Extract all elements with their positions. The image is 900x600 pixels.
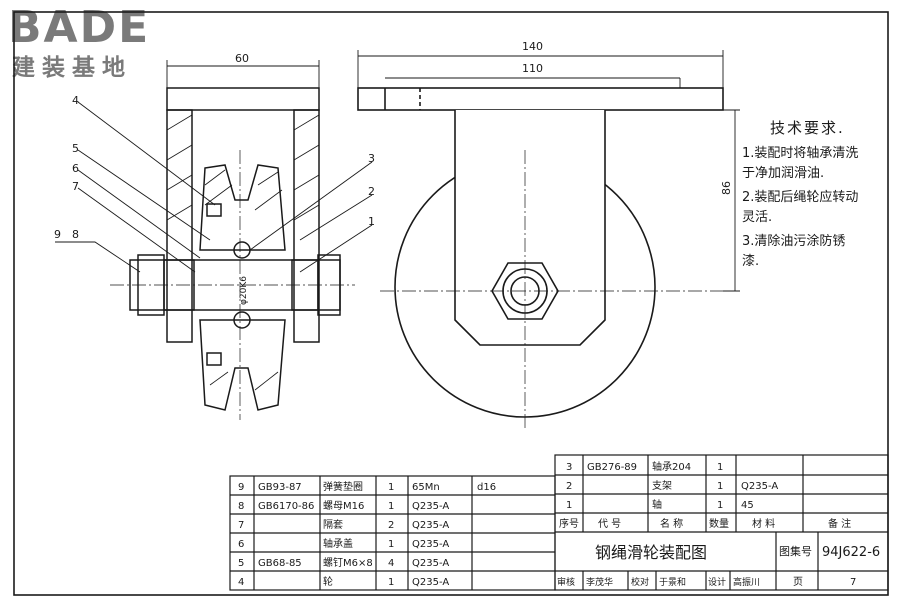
row3-qty: 1 bbox=[717, 462, 723, 473]
callout-7: 7 bbox=[72, 180, 79, 193]
spacer-right bbox=[291, 259, 319, 311]
callout-8: 8 bbox=[72, 228, 79, 241]
dim-lines-right bbox=[357, 50, 740, 292]
dim-86-label: 86 bbox=[720, 181, 733, 195]
side-top-plate bbox=[357, 87, 724, 111]
bracket-left-leg bbox=[166, 109, 193, 343]
row6-qty: 1 bbox=[388, 539, 394, 550]
logo-subtitle: 建装基地 bbox=[12, 55, 132, 81]
callout-1: 1 bbox=[368, 215, 375, 228]
review-label: 审核 bbox=[557, 576, 575, 588]
designer-name: 高振川 bbox=[733, 576, 760, 588]
header-no: 序号 bbox=[559, 517, 579, 530]
callout-9: 9 bbox=[54, 228, 61, 241]
row1-no: 1 bbox=[566, 500, 572, 511]
pulley-lower-section bbox=[199, 319, 286, 411]
row9-no: 9 bbox=[238, 482, 244, 493]
screw-top bbox=[206, 203, 222, 217]
row5-name: 螺钉M6×8 bbox=[323, 557, 373, 569]
row5-no: 5 bbox=[238, 558, 244, 569]
row7-name: 隔套 bbox=[323, 518, 343, 531]
atlas-number: 94J622-6 bbox=[822, 545, 880, 560]
row2-mat: Q235-A bbox=[741, 481, 778, 492]
row9-qty: 1 bbox=[388, 482, 394, 493]
row9-std: GB93-87 bbox=[258, 482, 302, 493]
header-name: 名 称 bbox=[660, 517, 683, 530]
sheet-border bbox=[13, 11, 889, 596]
row2-qty: 1 bbox=[717, 481, 723, 492]
row5-qty: 4 bbox=[388, 558, 394, 569]
row8-no: 8 bbox=[238, 501, 244, 512]
row1-qty: 1 bbox=[717, 500, 723, 511]
design-label: 设计 bbox=[708, 576, 726, 588]
row5-mat: Q235-A bbox=[412, 558, 449, 569]
dim-110-label: 110 bbox=[522, 62, 543, 75]
note-3: 3.清除油污涂防锈漆. bbox=[742, 234, 846, 269]
row7-qty: 2 bbox=[388, 520, 394, 531]
row7-mat: Q235-A bbox=[412, 520, 449, 531]
side-view bbox=[357, 87, 730, 430]
row8-qty: 1 bbox=[388, 501, 394, 512]
row9-mat: 65Mn bbox=[412, 482, 440, 493]
callout-6: 6 bbox=[72, 162, 79, 175]
row6-mat: Q235-A bbox=[412, 539, 449, 550]
row5-std: GB68-85 bbox=[258, 558, 302, 569]
callout-2: 2 bbox=[368, 185, 375, 198]
bearing-ball-bottom bbox=[233, 311, 251, 329]
row9-name: 弹簧垫圈 bbox=[323, 480, 363, 493]
bracket-top-plate bbox=[166, 87, 320, 111]
dim-60 bbox=[166, 60, 320, 88]
section-view bbox=[110, 87, 355, 420]
row8-name: 螺母M16 bbox=[323, 500, 364, 512]
screw-bottom bbox=[206, 352, 222, 366]
row4-name: 轮 bbox=[323, 575, 333, 588]
header-std: 代 号 bbox=[598, 518, 621, 530]
row9-note: d16 bbox=[477, 482, 496, 493]
checker-name: 于景和 bbox=[659, 577, 686, 588]
row1-name: 轴 bbox=[652, 498, 662, 511]
drawing-title: 钢绳滑轮装配图 bbox=[595, 543, 707, 562]
row8-std: GB6170-86 bbox=[258, 501, 314, 512]
dim-60-label: 60 bbox=[235, 52, 249, 65]
bore-label: φ20K6 bbox=[239, 276, 249, 305]
row4-qty: 1 bbox=[388, 577, 394, 588]
row6-no: 6 bbox=[238, 539, 244, 550]
row4-no: 4 bbox=[238, 577, 244, 588]
row3-name: 轴承204 bbox=[652, 460, 691, 473]
dim-140-label: 140 bbox=[522, 40, 543, 53]
row7-no: 7 bbox=[238, 520, 244, 531]
callout-5: 5 bbox=[72, 142, 79, 155]
note-2: 2.装配后绳轮应转动灵活. bbox=[742, 190, 859, 225]
side-bracket bbox=[454, 110, 606, 346]
row4-mat: Q235-A bbox=[412, 577, 449, 588]
header-mat: 材 料 bbox=[752, 517, 775, 530]
row3-no: 3 bbox=[566, 462, 572, 473]
row2-name: 支架 bbox=[652, 480, 672, 492]
callout-3: 3 bbox=[368, 152, 375, 165]
atlas-label: 图集号 bbox=[779, 544, 812, 558]
parts-table-left bbox=[229, 475, 556, 591]
page-number: 7 bbox=[850, 577, 856, 588]
row6-name: 轴承盖 bbox=[323, 537, 353, 550]
callout-4: 4 bbox=[72, 94, 79, 107]
note-1: 1.装配时将轴承清洗于净加润滑油. bbox=[742, 146, 859, 181]
reviewer-name: 李茂华 bbox=[586, 576, 613, 588]
leader-lines bbox=[55, 101, 373, 273]
parts-table-right bbox=[554, 454, 889, 591]
row2-no: 2 bbox=[566, 481, 572, 492]
row3-std: GB276-89 bbox=[587, 462, 637, 473]
technical-requirements: 技术要求. 1.装配时将轴承清洗于净加润滑油. 2.装配后绳轮应转动灵活. 3.… bbox=[742, 118, 860, 276]
row1-mat: 45 bbox=[741, 500, 754, 511]
row8-mat: Q235-A bbox=[412, 501, 449, 512]
header-note: 备 注 bbox=[828, 517, 851, 530]
pulley-upper-section bbox=[199, 164, 286, 251]
page-label: 页 bbox=[793, 576, 803, 588]
check-label: 校对 bbox=[631, 576, 649, 588]
header-qty: 数量 bbox=[709, 517, 729, 530]
notes-title: 技术要求. bbox=[770, 119, 845, 137]
bracket-right-leg bbox=[293, 109, 320, 343]
